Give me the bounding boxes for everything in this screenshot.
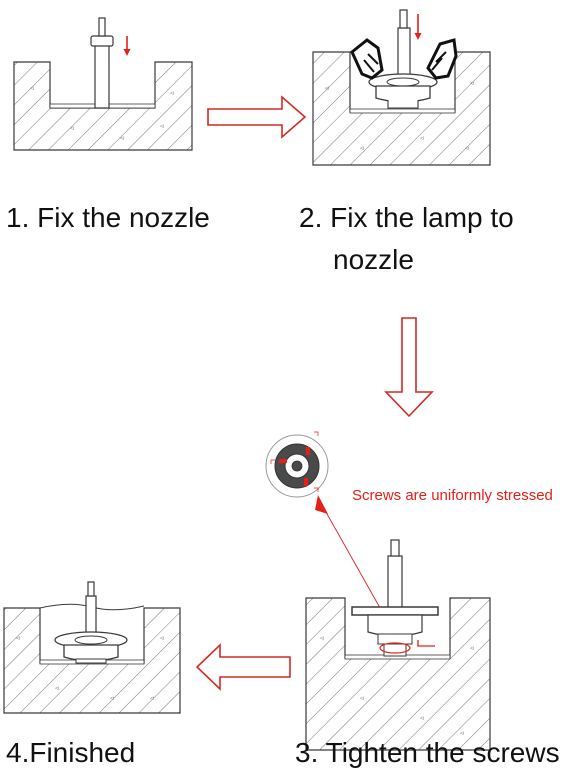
step1-caption: 1. Fix the nozzle — [6, 202, 210, 233]
svg-text:◃: ◃ — [170, 90, 174, 97]
step2-caption-line1: 2. Fix the lamp to — [299, 202, 514, 233]
svg-text:◃: ◃ — [470, 80, 474, 87]
step4-caption: 4.Finished — [6, 737, 136, 768]
detail-screw-bottom — [304, 478, 308, 486]
svg-text:◃: ◃ — [420, 715, 424, 722]
step4-concrete-pit — [3, 607, 181, 714]
step3-lamp-flange — [351, 606, 439, 616]
step3-nozzle-pipe — [387, 555, 403, 609]
detail-screw-top — [306, 447, 310, 455]
svg-text:◃: ◃ — [150, 695, 154, 702]
svg-text:◃: ◃ — [360, 145, 364, 152]
svg-text:◃: ◃ — [320, 635, 324, 642]
step2-left-hand — [350, 38, 384, 80]
screw-detail-callout — [265, 431, 398, 639]
svg-text:◃: ◃ — [55, 685, 59, 692]
step2-lamp-body — [375, 85, 431, 103]
arrow-down — [384, 317, 434, 418]
detail-screw-left — [279, 459, 287, 463]
svg-text:◃: ◃ — [465, 145, 469, 152]
step2-caption-line2: nozzle — [333, 244, 414, 275]
step2-illustration: ◃ ◃ ◃ ◃ ◃ — [312, 9, 491, 166]
svg-text:◃: ◃ — [16, 635, 20, 642]
step4-illustration: ◃ ◃ ◃ ◃ ◃ — [3, 581, 181, 714]
step3-hex-key — [417, 640, 435, 647]
svg-text:◃: ◃ — [460, 730, 464, 737]
step1-nozzle-collar — [90, 35, 114, 47]
arrow-right — [207, 95, 307, 139]
svg-text:◃: ◃ — [325, 85, 329, 92]
svg-text:◃: ◃ — [30, 85, 34, 92]
screw-annotation: Screws are uniformly stressed — [352, 487, 553, 504]
step1-nozzle-tip — [98, 17, 106, 37]
step3-screw-highlight — [379, 642, 411, 654]
svg-text:◃: ◃ — [160, 635, 164, 642]
arrow-left — [195, 643, 291, 691]
step1-nozzle-pipe — [94, 44, 110, 109]
step3-illustration: ◃ ◃ ◃ ◃ ◃ — [305, 539, 491, 751]
callout-arrowhead — [315, 495, 328, 514]
svg-text:◃: ◃ — [360, 695, 364, 702]
svg-text:◃: ◃ — [160, 123, 164, 130]
step1-illustration: ◃ ◃ ◃ ◃ ◃ — [13, 17, 193, 151]
svg-text:◃: ◃ — [120, 135, 124, 142]
svg-text:◃: ◃ — [420, 135, 424, 142]
svg-text:◃: ◃ — [110, 695, 114, 702]
step3-lamp-body — [367, 614, 423, 637]
step3-caption: 3. Tighten the screws — [295, 737, 560, 768]
svg-text:◃: ◃ — [70, 125, 74, 132]
svg-text:◃: ◃ — [470, 645, 474, 652]
step1-concrete-pit — [13, 61, 193, 151]
step3-concrete-pit — [305, 597, 491, 751]
